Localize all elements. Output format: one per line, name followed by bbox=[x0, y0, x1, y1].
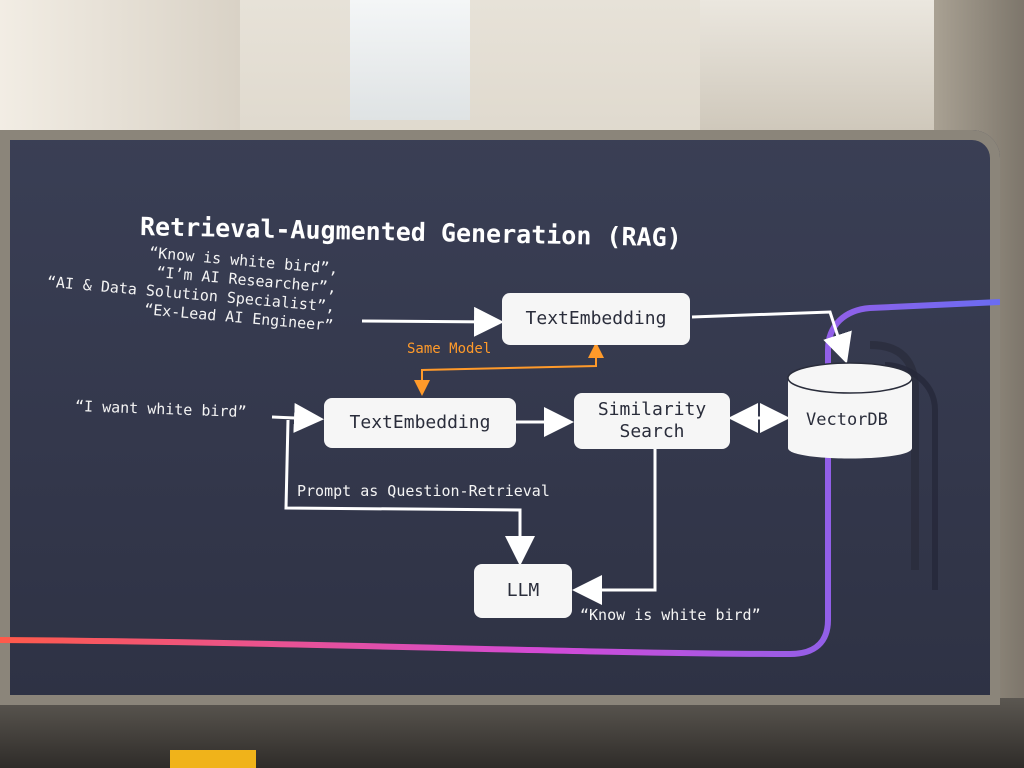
same-model-label: Same Model bbox=[407, 341, 492, 357]
presentation-screen: Retrieval-Augmented Generation (RAG) “Kn… bbox=[0, 130, 1000, 705]
vectordb-label: VectorDB bbox=[806, 410, 888, 430]
diagram-lines bbox=[0, 299, 1000, 658]
ceiling-window-right bbox=[700, 0, 940, 130]
floor-strip bbox=[0, 698, 1024, 768]
text-embedding-bottom-node: TextEmbedding bbox=[324, 398, 516, 448]
similarity-label-line2: Search bbox=[619, 421, 685, 442]
text-embedding-top-node: TextEmbedding bbox=[502, 293, 690, 345]
similarity-search-node: Similarity Search bbox=[574, 393, 730, 449]
ceiling-window bbox=[350, 0, 470, 120]
yellow-object bbox=[170, 750, 256, 768]
llm-node: LLM bbox=[474, 564, 572, 618]
prompt-label: Prompt as Question-Retrieval bbox=[297, 482, 550, 500]
ceiling-pillar bbox=[0, 0, 240, 150]
result-text: “Know is white bird” bbox=[580, 606, 761, 624]
similarity-label-line1: Similarity bbox=[597, 398, 707, 420]
vectordb-cylinder bbox=[787, 362, 913, 459]
